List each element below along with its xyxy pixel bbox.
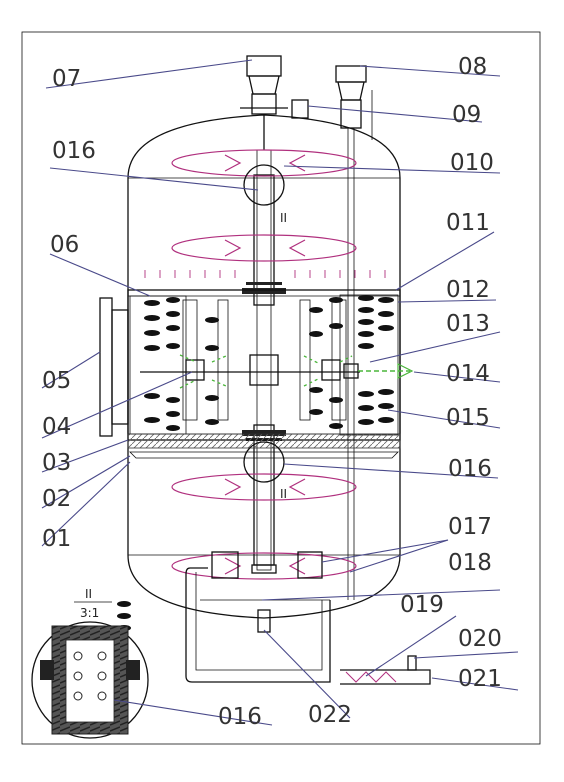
vessel-shell	[127, 114, 401, 619]
bottom-pipework	[185, 551, 431, 685]
label-04: 04	[42, 414, 71, 440]
top-nozzle-09	[291, 90, 373, 140]
label-01: 01	[42, 526, 71, 552]
roman-numeral-upper: II	[280, 211, 287, 225]
circulation-loops	[144, 149, 386, 580]
green-flow-marks	[179, 354, 353, 389]
label-021: 021	[458, 666, 502, 692]
inset-roman: II	[85, 587, 92, 601]
label-02: 02	[42, 486, 71, 512]
leader-lines	[41, 59, 519, 726]
label-07: 07	[52, 66, 81, 92]
label-016-upper: 016	[52, 138, 96, 164]
label-012: 012	[446, 277, 490, 303]
label-018: 018	[448, 550, 492, 576]
inset-scale: 3:1	[80, 606, 99, 620]
roman-numeral-lower: II	[280, 487, 287, 501]
central-shaft	[249, 149, 279, 574]
label-010: 010	[450, 150, 494, 176]
side-nozzle-014	[343, 363, 414, 379]
top-motor-07	[240, 55, 288, 150]
label-09: 09	[452, 102, 481, 128]
shaft-flanges	[242, 282, 286, 441]
label-014: 014	[446, 361, 490, 387]
right-media-bank	[309, 295, 394, 429]
label-016-inset: 016	[218, 704, 262, 730]
label-03: 03	[42, 450, 71, 476]
label-016-middle: 016	[448, 456, 492, 482]
label-019: 019	[400, 592, 444, 618]
label-015: 015	[446, 405, 490, 431]
detail-marker-lower: II	[243, 441, 287, 501]
label-020: 020	[458, 626, 502, 652]
inner-compartment	[127, 289, 401, 459]
label-013: 013	[446, 311, 490, 337]
detail-marker-upper: II	[243, 164, 287, 225]
label-08: 08	[458, 54, 487, 80]
label-011: 011	[446, 210, 490, 236]
drawing-frame	[21, 31, 541, 745]
left-media-bank	[144, 297, 219, 431]
label-05: 05	[42, 368, 71, 394]
detail-inset: II 3:1	[31, 587, 149, 739]
part-labels: 07 08 09 016 010 06 011 012 013 05 014 0…	[42, 54, 502, 730]
label-06: 06	[50, 232, 79, 258]
label-017: 017	[448, 514, 492, 540]
label-022: 022	[308, 702, 352, 728]
side-port-05	[99, 297, 129, 437]
